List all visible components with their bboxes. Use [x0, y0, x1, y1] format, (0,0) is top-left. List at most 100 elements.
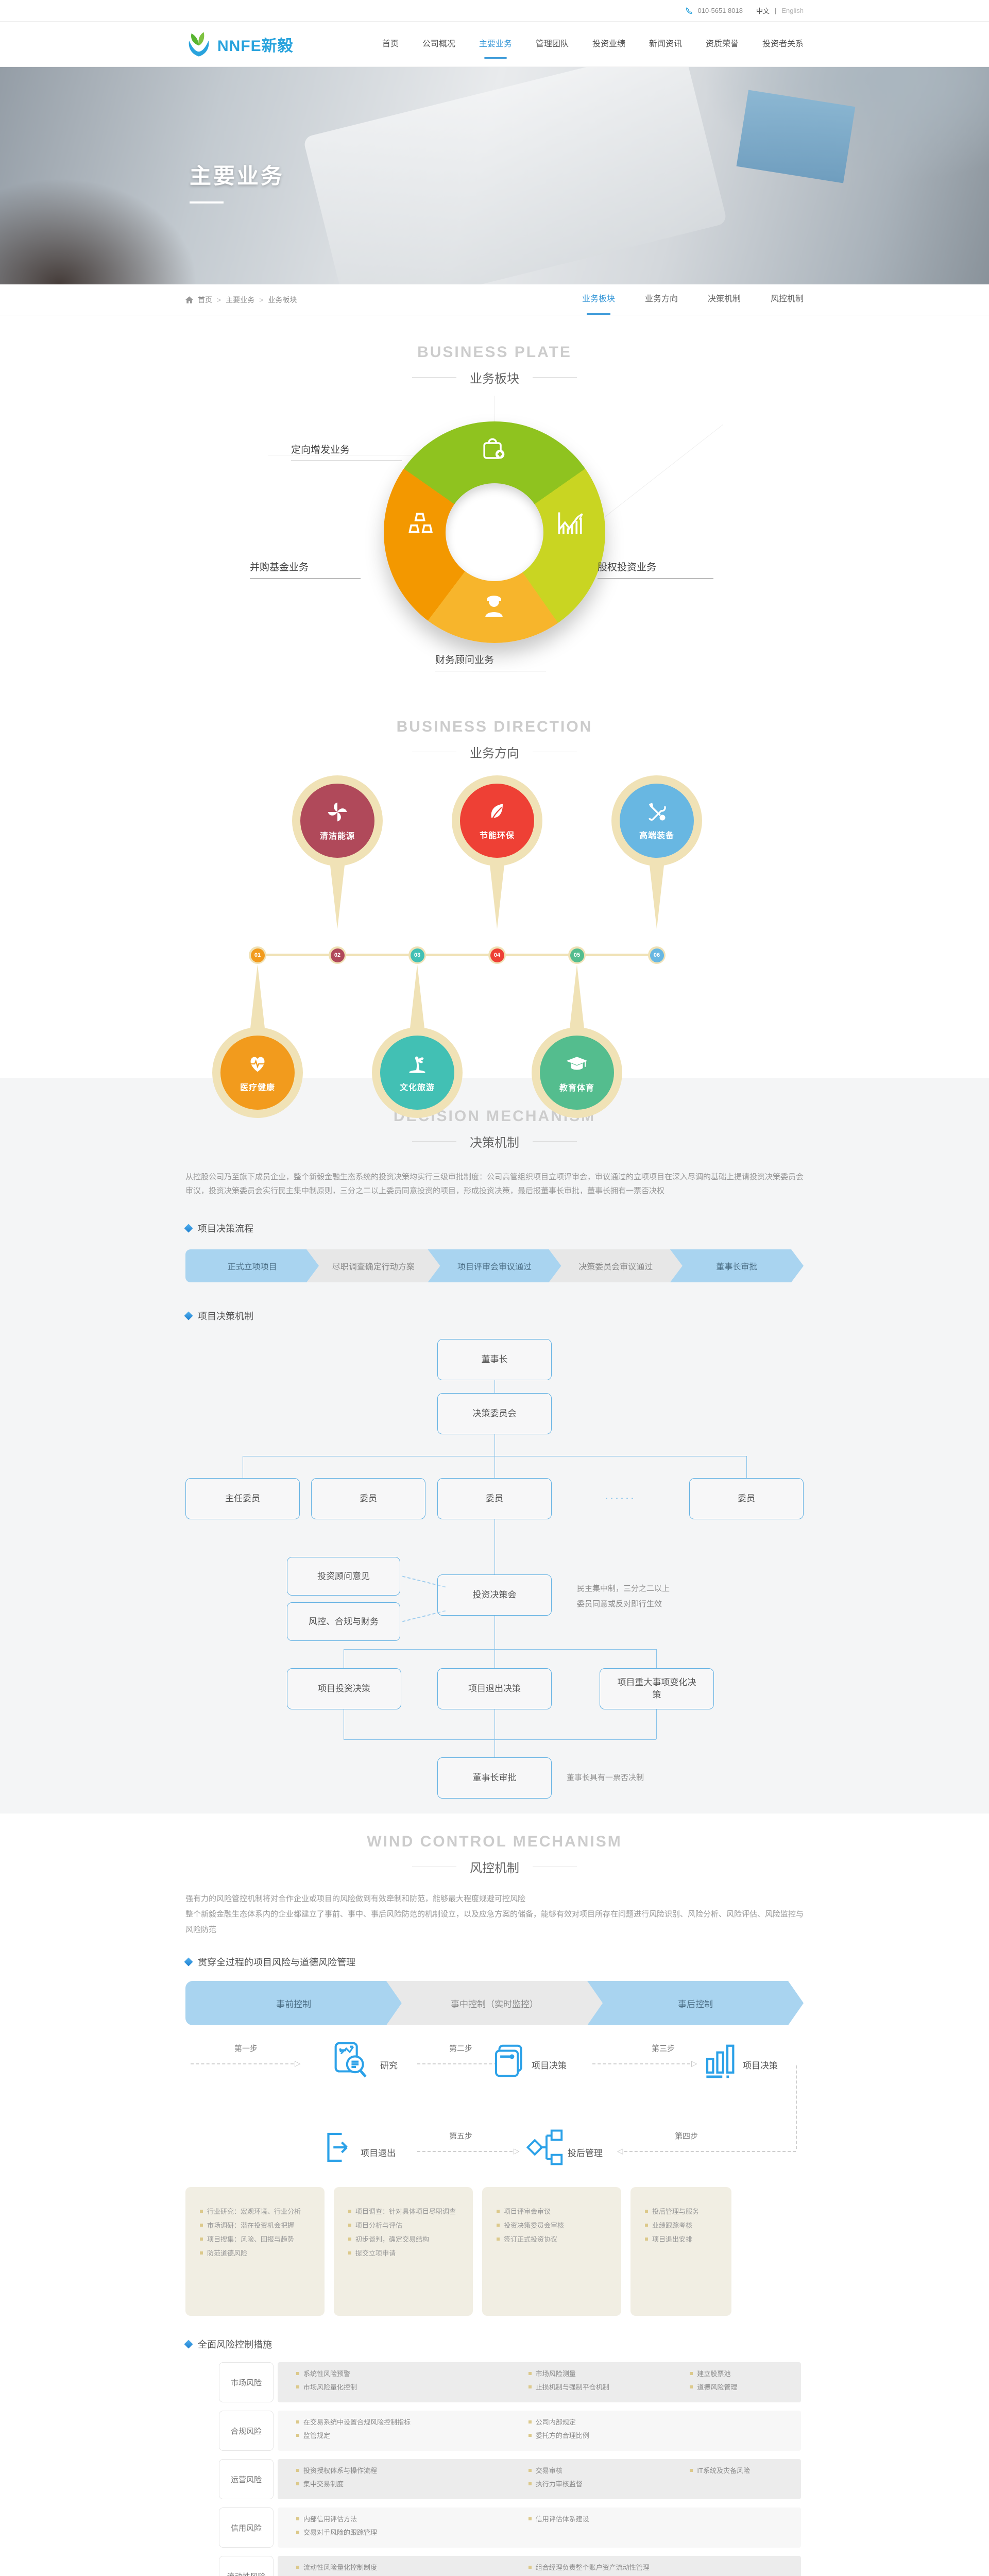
flow-step-3: 项目评审会审议通过: [428, 1249, 561, 1282]
tab-business-direction[interactable]: 业务方向: [644, 295, 678, 303]
pin-clean-energy: 清洁能源: [292, 775, 383, 929]
timeline-dot-06: 06: [650, 948, 664, 962]
pin-culture-tourism: 文化旅游: [372, 964, 463, 1118]
breadcrumb-bar: 首页 > 主要业务 > 业务板块 业务板块 业务方向 决策机制 风控机制: [0, 284, 989, 315]
nav-news[interactable]: 新闻资讯: [649, 39, 682, 48]
bar-chart-icon: [701, 2041, 741, 2081]
nav-investor-relations[interactable]: 投资者关系: [762, 39, 804, 48]
breadcrumb: 首页 > 主要业务 > 业务板块: [185, 295, 297, 305]
tab-business-plate[interactable]: 业务板块: [582, 284, 615, 315]
advisor-person-icon: [480, 592, 508, 621]
donut-hole: [446, 483, 543, 581]
step-1-label: 第一步: [234, 2044, 258, 2053]
equity-chart-icon: [555, 508, 587, 540]
flow-step-2: 尽职调查确定行动方案: [306, 1249, 440, 1282]
node-project-exit-label: 项目退出: [361, 2148, 396, 2158]
table-row-liquidity-risk: 流动性风险 流动性风险量化控制制度根据风险管理的需要对投资组合进行压力测试 组合…: [219, 2556, 801, 2576]
org-invest-decision-box: 项目投资决策: [287, 1668, 401, 1709]
lang-separator: |: [774, 7, 777, 14]
table-row-credit-risk: 信用风险 内部信用评估方法交易对手风险的跟踪管理 信用评估体系建设: [219, 2507, 801, 2548]
management-node-icon: [526, 2127, 567, 2167]
home-icon: [185, 296, 193, 303]
wind-process-label: 贯穿全过程的项目风险与道德风险管理: [184, 1955, 804, 1969]
wind-paragraph: 强有力的风险管控机制将对合作企业或项目的风险做到有效牵制和防范，能够最大程度规避…: [185, 1894, 804, 1934]
wind-control-section: WIND CONTROL MECHANISM 风控机制 强有力的风险管控机制将对…: [0, 1814, 989, 2576]
hero-banner: 主要业务: [0, 67, 989, 284]
topbar: 010-5651 8018 中文 | English: [0, 0, 989, 22]
nav-company[interactable]: 公司概况: [422, 39, 455, 48]
bag-icon: [479, 435, 509, 465]
donut-graphic: [384, 421, 605, 643]
decision-title-cn: 决策机制: [0, 1132, 989, 1150]
lang-en-link[interactable]: English: [781, 7, 804, 14]
heart-pulse-icon: [246, 1053, 269, 1075]
wind-title-cn: 风控机制: [0, 1858, 989, 1876]
org-member-box: 委员: [437, 1478, 552, 1519]
wind-title-en: WIND CONTROL MECHANISM: [367, 1833, 622, 1850]
org-major-change-box: 项目重大事项变化决策: [600, 1668, 714, 1709]
nav-home[interactable]: 首页: [382, 39, 399, 48]
plate-label-directional-issuance: 定向增发业务: [291, 442, 402, 461]
crumb-business-plate[interactable]: 业务板块: [268, 295, 297, 304]
phone-number: 010-5651 8018: [697, 7, 743, 14]
decision-org-label: 项目决策机制: [184, 1309, 804, 1323]
detail-box-due-diligence: 项目调查：针对具体项目尽职调查 项目分析与评估 初步谈判，确定交易结构 提交立项…: [334, 2187, 473, 2316]
business-direction-section: BUSINESS DIRECTION 业务方向 清洁能源 节能环保 高端装备: [0, 697, 989, 1118]
crumb-main-business[interactable]: 主要业务: [226, 295, 255, 304]
org-member-ellipsis: ······: [605, 1494, 636, 1504]
decision-flow-steps: 正式立项项目 尽职调查确定行动方案 项目评审会审议通过 决策委员会审议通过 董事…: [185, 1249, 804, 1282]
business-plate-section: BUSINESS PLATE 业务板块 定向增发业务 股权投资业务 财务顾问业务…: [0, 315, 989, 697]
pin-medical-health: 医疗健康: [212, 964, 303, 1118]
nav-team[interactable]: 管理团队: [535, 39, 569, 48]
lang-cn-link[interactable]: 中文: [756, 7, 770, 15]
nav-performance[interactable]: 投资业绩: [592, 39, 625, 48]
plate-title-cn: 业务板块: [0, 368, 989, 386]
timeline-dot-01: 01: [250, 948, 265, 962]
tab-wind-control[interactable]: 风控机制: [770, 295, 804, 303]
org-member-box: 委员: [311, 1478, 425, 1519]
exit-icon: [318, 2127, 359, 2167]
pin-high-end-equipment: 高端装备: [611, 775, 702, 929]
node-post-investment-label: 投后管理: [568, 2148, 603, 2158]
detail-box-decision: 项目评审会审议 投资决策委员会审核 签订正式投资协议: [482, 2187, 621, 2316]
decision-org-chart: 董事长 决策委员会 主任委员 委员 委员 ······ 委员 投资顾问意见 风控…: [185, 1335, 804, 1805]
table-row-market-risk: 市场风险 系统性风险预警市场风险量化控制 市场风险测量止损机制与强制平仓机制 建…: [219, 2362, 801, 2402]
phone-icon: [685, 7, 693, 15]
org-exit-decision-box: 项目退出决策: [437, 1668, 552, 1709]
nav-honors[interactable]: 资质荣誉: [705, 39, 739, 48]
research-icon: [329, 2040, 371, 2082]
plate-label-ma-fund: 并购基金业务: [250, 560, 361, 579]
step-5-label: 第五步: [449, 2132, 473, 2141]
leaf-icon: [486, 801, 508, 823]
nav-main-business[interactable]: 主要业务: [479, 22, 512, 67]
detail-box-post-investment: 投后管理与服务 业绩跟踪考核 项目退出安排: [630, 2187, 731, 2316]
gold-fund-icon: [405, 508, 437, 540]
node-project-approval-label: 项目决策: [532, 2061, 567, 2071]
logo-text: NNFE新毅: [217, 37, 294, 55]
org-chairman-approval-box: 董事长审批: [437, 1757, 552, 1799]
stage-after: 事后控制: [587, 1981, 804, 2025]
palm-tree-icon: [406, 1053, 429, 1075]
org-chairman-box: 董事长: [437, 1339, 552, 1380]
org-committee-box: 决策委员会: [437, 1393, 552, 1434]
pin-energy-saving: 节能环保: [452, 775, 542, 929]
title-underline: [190, 201, 224, 204]
timeline-line: [252, 954, 662, 956]
direction-title-en: BUSINESS DIRECTION: [396, 718, 593, 735]
pin-education-sports: 教育体育: [532, 964, 622, 1118]
decision-title-en: DECISION MECHANISM: [393, 1108, 596, 1125]
diamond-bullet-icon: [184, 2340, 193, 2349]
timeline-dot-05: 05: [570, 948, 584, 962]
crumb-home[interactable]: 首页: [198, 295, 212, 304]
meeting-note: 民主集中制，三分之二以上 委员同意或反对即行生效: [577, 1584, 670, 1608]
timeline-dot-02: 02: [330, 948, 345, 962]
main-nav: 首页 公司概况 主要业务 管理团队 投资业绩 新闻资讯 资质荣誉 投资者关系: [382, 22, 804, 67]
stage-before: 事前控制: [185, 1981, 402, 2025]
project-file-icon: [489, 2041, 530, 2081]
tab-decision-mechanism[interactable]: 决策机制: [707, 295, 741, 303]
graduation-cap-icon: [565, 1052, 589, 1076]
logo[interactable]: NNFE新毅: [185, 31, 294, 58]
risk-process-flow: 第一步 ▷ 研究 第二步 ▷ 项目决策 第三步 ▷ 项目决策 项目: [185, 2033, 804, 2178]
org-investment-meeting-box: 投资决策会: [437, 1574, 552, 1616]
table-row-operation-risk: 运营风险 投资授权体系与操作流程集中交易制度 交易审核执行力审核监督 IT系统及…: [219, 2459, 801, 2499]
